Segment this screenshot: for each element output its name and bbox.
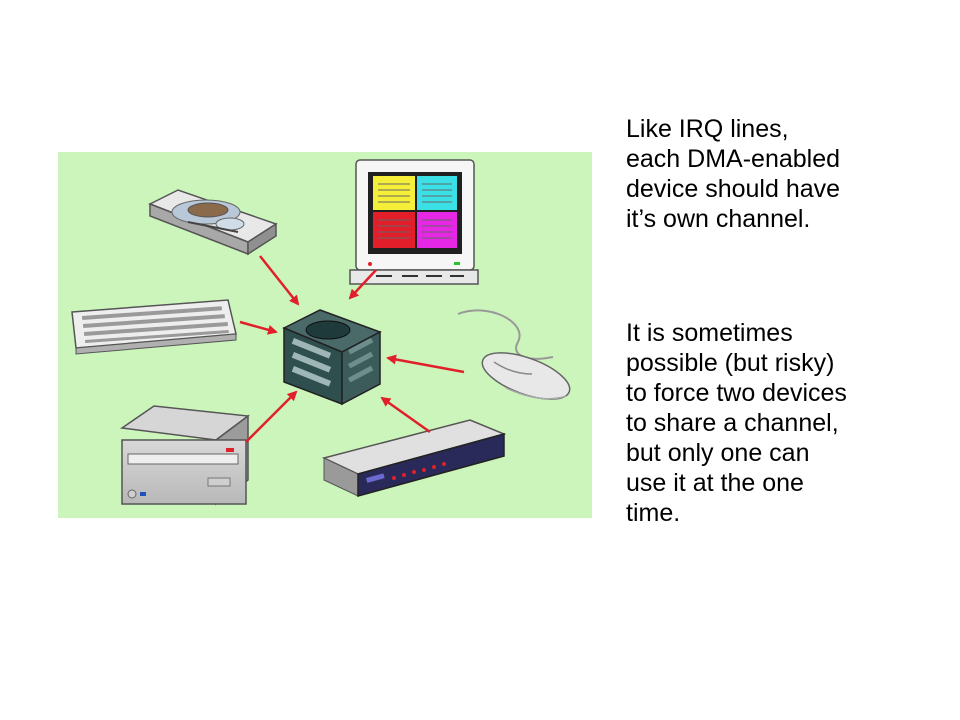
paragraph-channel-sharing: It is sometimes possible (but risky) to … [626, 319, 847, 527]
arrow-from-hard-drive [259, 255, 300, 306]
dma-diagram-svg [58, 152, 592, 518]
arrow-from-monitor [348, 269, 377, 300]
dma-controller-chip-icon [282, 309, 382, 406]
paragraph-dma-channels: Like IRQ lines, each DMA-enabled device … [626, 115, 841, 233]
arrow-from-mouse [386, 354, 465, 374]
modem-icon [321, 419, 507, 497]
arrow-from-keyboard [239, 320, 278, 335]
mouse-icon [457, 309, 571, 400]
arrow-from-cd-drive [245, 390, 298, 443]
arrow-from-modem [380, 396, 431, 434]
keyboard-icon [71, 299, 237, 355]
dma-diagram [58, 152, 592, 518]
cd-drive-icon [119, 405, 250, 506]
monitor-icon [349, 159, 479, 285]
hard-drive-icon [148, 189, 278, 256]
